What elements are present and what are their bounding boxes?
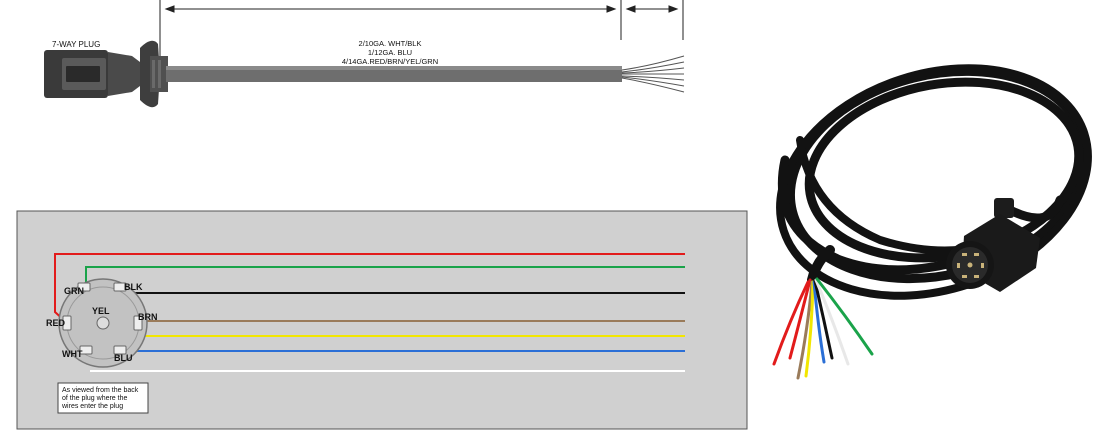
wire-spec-line-1: 2/10GA. WHT/BLK (359, 39, 422, 48)
pin-slot-blu (113, 345, 127, 355)
pin-slot-grn (77, 282, 91, 292)
pin-slot-wht (79, 345, 93, 355)
pin-label-brn: BRN (138, 312, 158, 322)
pin-label-red: RED (46, 318, 66, 328)
wire-lines (54, 253, 685, 372)
note-line-2: of the plug where the (62, 395, 127, 402)
pin-label-blu: BLU (114, 353, 133, 363)
photo-wire-red (788, 278, 812, 360)
seven-way-plug-body (44, 40, 168, 108)
note-box (57, 382, 149, 414)
note-line-3: wires enter the plug (61, 403, 123, 410)
plug-label: 7-WAY PLUG (52, 40, 100, 49)
wire-line-green (85, 266, 685, 286)
pin-slot-red (62, 315, 72, 331)
photo-wire-blue (812, 280, 826, 364)
pin-label-blk: BLK (124, 282, 143, 292)
pin-slot-brn (133, 315, 143, 331)
note-line-1: As viewed from the back (62, 387, 139, 394)
dimension-lines (159, 0, 684, 58)
wire-spec-line-3: 4/14GA.RED/BRN/YEL/GRN (342, 57, 438, 66)
pin-label-wht: WHT (62, 349, 83, 359)
photo-wire-white (814, 278, 850, 366)
pin-slot-blk (113, 282, 127, 292)
cable-coil (776, 64, 1092, 300)
photo-wire-brown (796, 280, 814, 380)
pin-center-yel (96, 316, 110, 330)
photo-wire-green (815, 277, 874, 356)
cable-plug (946, 198, 1040, 292)
fanned-wire-ends (621, 55, 685, 93)
loose-wire-ends (772, 277, 874, 380)
photo-wire-black (813, 279, 834, 360)
photo-wire-yellow (804, 280, 815, 378)
pin-label-yel: YEL (92, 306, 110, 316)
pin-label-grn: GRN (64, 286, 84, 296)
connector-face (58, 278, 148, 368)
wire-spec-line-2: 1/12GA. BLU (368, 48, 412, 57)
